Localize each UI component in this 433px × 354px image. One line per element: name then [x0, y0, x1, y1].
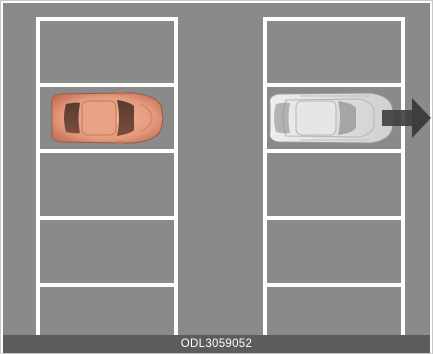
figure-code-bar: ODL3059052 [3, 335, 430, 353]
car-pulling-out-icon [270, 93, 394, 143]
car-top-view-icon [52, 91, 163, 145]
figure-code: ODL3059052 [181, 338, 252, 350]
